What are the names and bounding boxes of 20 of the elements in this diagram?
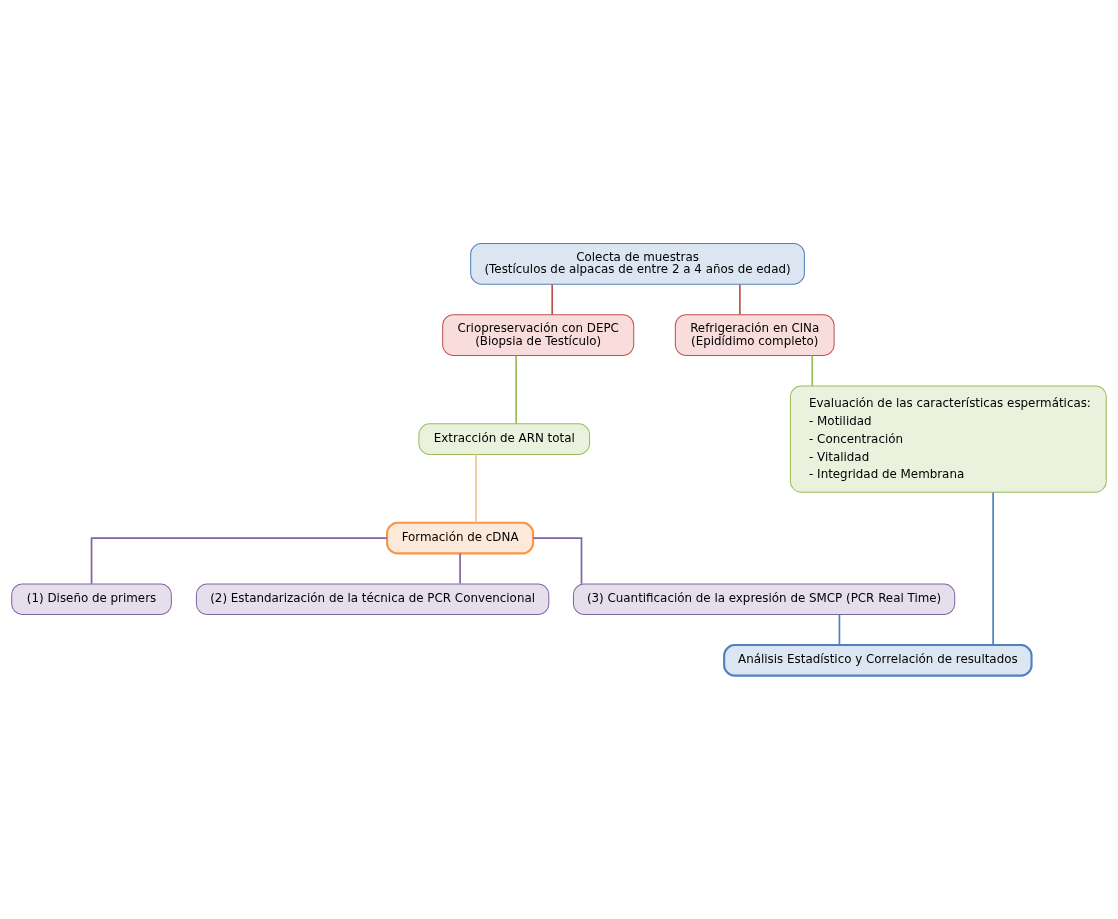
connector — [459, 552, 461, 585]
node-box: Extracción de ARN total — [418, 423, 591, 455]
connector — [838, 613, 841, 646]
connector — [90, 537, 388, 585]
connector — [515, 354, 517, 425]
node-box: Análisis Estadístico y Correlación de resultados — [723, 643, 1033, 677]
node-box: (1) Diseño de primers — [11, 583, 172, 615]
node-box: (2) Estandarización de la técnica de PCR Convencional — [195, 583, 550, 615]
connector — [551, 283, 554, 316]
node-box: Criopreservación con DEPC (Biopsia de Testículo) — [442, 314, 635, 356]
node-box: Formación de cDNA — [386, 521, 535, 555]
node-box: (3) Cuantificación de la expresión de SMCP (PCR Real Time) — [572, 583, 956, 615]
node-box: Refrigeración en ClNa (Epidídimo completo) — [674, 314, 835, 356]
connector — [992, 491, 994, 646]
node-box: Evaluación de las características espermáticas: - Motilidad - Concentración - Vitalidad - Integridad de Membrana — [789, 385, 1107, 493]
connector — [475, 453, 477, 524]
node-box: Colecta de muestras (Testículos de alpacas de entre 2 a 4 años de edad) — [470, 242, 805, 285]
connector — [811, 354, 814, 387]
connector — [739, 283, 741, 316]
connector — [532, 537, 583, 585]
